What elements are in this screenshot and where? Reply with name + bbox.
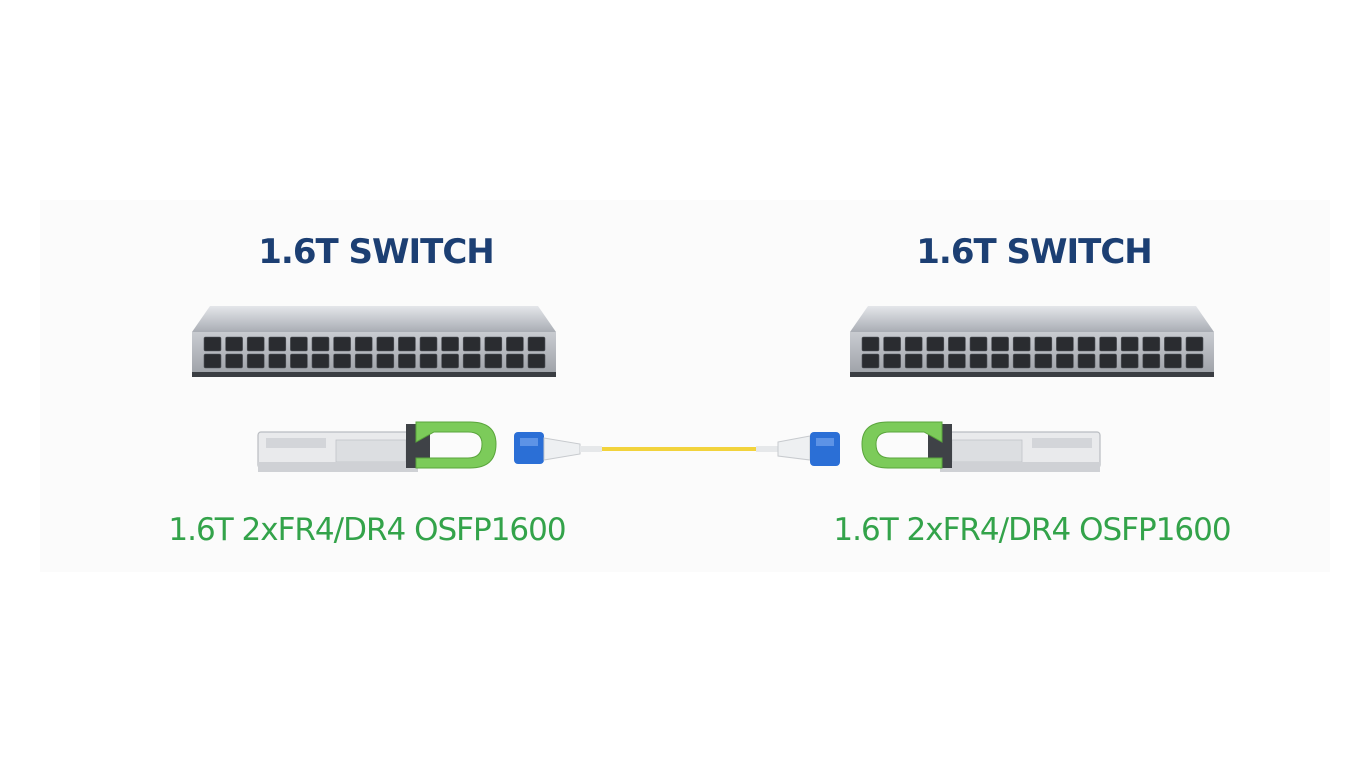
switch-port xyxy=(1164,336,1182,352)
switch-port xyxy=(506,336,524,352)
switch-port xyxy=(441,336,459,352)
switch-port xyxy=(1056,336,1074,352)
switch-port xyxy=(1142,353,1161,369)
switch-port xyxy=(926,336,945,352)
switch-port xyxy=(290,336,308,352)
switch-port xyxy=(462,336,481,352)
switch-port xyxy=(1012,353,1031,369)
switch-port xyxy=(1164,353,1182,369)
switch-port xyxy=(1185,353,1204,369)
switch-port xyxy=(225,336,243,352)
switch-port xyxy=(203,353,222,369)
switch-port xyxy=(527,336,546,352)
switch-port xyxy=(290,353,308,369)
switch-port xyxy=(883,336,901,352)
switch-port xyxy=(948,353,966,369)
switch-port xyxy=(969,353,988,369)
switch-port xyxy=(904,353,923,369)
switch-port xyxy=(1120,336,1139,352)
switch-port xyxy=(883,353,901,369)
switch-port xyxy=(991,353,1009,369)
switch-port xyxy=(333,353,351,369)
left-transceiver-icon xyxy=(257,421,497,472)
switch-port xyxy=(462,353,481,369)
switch-port xyxy=(268,353,287,369)
switch-port xyxy=(441,353,459,369)
left-switch-title: 1.6T SWITCH xyxy=(258,232,495,272)
switch-port xyxy=(354,353,373,369)
switch-port xyxy=(948,336,966,352)
switch-port xyxy=(1034,353,1053,369)
switch-port xyxy=(1142,336,1161,352)
diagram-panel xyxy=(40,200,1330,572)
switch-port xyxy=(484,353,503,369)
switch-port xyxy=(861,353,880,369)
switch-port xyxy=(311,353,330,369)
switch-port xyxy=(398,353,416,369)
right-switch-title: 1.6T SWITCH xyxy=(916,232,1153,272)
switch-port xyxy=(1012,336,1031,352)
switch-port xyxy=(311,336,330,352)
switch-port xyxy=(527,353,546,369)
switch-port xyxy=(354,336,373,352)
switch-port xyxy=(225,353,243,369)
switch-port xyxy=(398,336,416,352)
switch-port xyxy=(1034,336,1053,352)
switch-port xyxy=(1099,353,1117,369)
switch-port xyxy=(246,336,265,352)
switch-port xyxy=(861,336,880,352)
switch-port xyxy=(969,336,988,352)
switch-port xyxy=(904,336,923,352)
switch-port xyxy=(246,353,265,369)
switch-port xyxy=(1077,353,1096,369)
switch-port xyxy=(333,336,351,352)
left-switch-icon xyxy=(192,306,556,377)
left-module-label: 1.6T 2xFR4/DR4 OSFP1600 xyxy=(168,512,566,548)
right-switch-icon xyxy=(850,306,1214,377)
switch-port xyxy=(419,353,438,369)
switch-port xyxy=(484,336,503,352)
switch-port xyxy=(268,336,287,352)
switch-port xyxy=(991,336,1009,352)
switch-port xyxy=(203,336,222,352)
switch-port xyxy=(1185,336,1204,352)
switch-port xyxy=(506,353,524,369)
switch-port xyxy=(1077,336,1096,352)
right-module-label: 1.6T 2xFR4/DR4 OSFP1600 xyxy=(833,512,1231,548)
switch-port xyxy=(376,353,395,369)
switch-port xyxy=(1056,353,1074,369)
switch-port xyxy=(926,353,945,369)
switch-port xyxy=(1120,353,1139,369)
switch-port xyxy=(1099,336,1117,352)
fiber-patch-cable-icon xyxy=(514,432,840,466)
switch-port xyxy=(376,336,395,352)
right-transceiver-icon xyxy=(861,421,1101,472)
switch-port xyxy=(419,336,438,352)
